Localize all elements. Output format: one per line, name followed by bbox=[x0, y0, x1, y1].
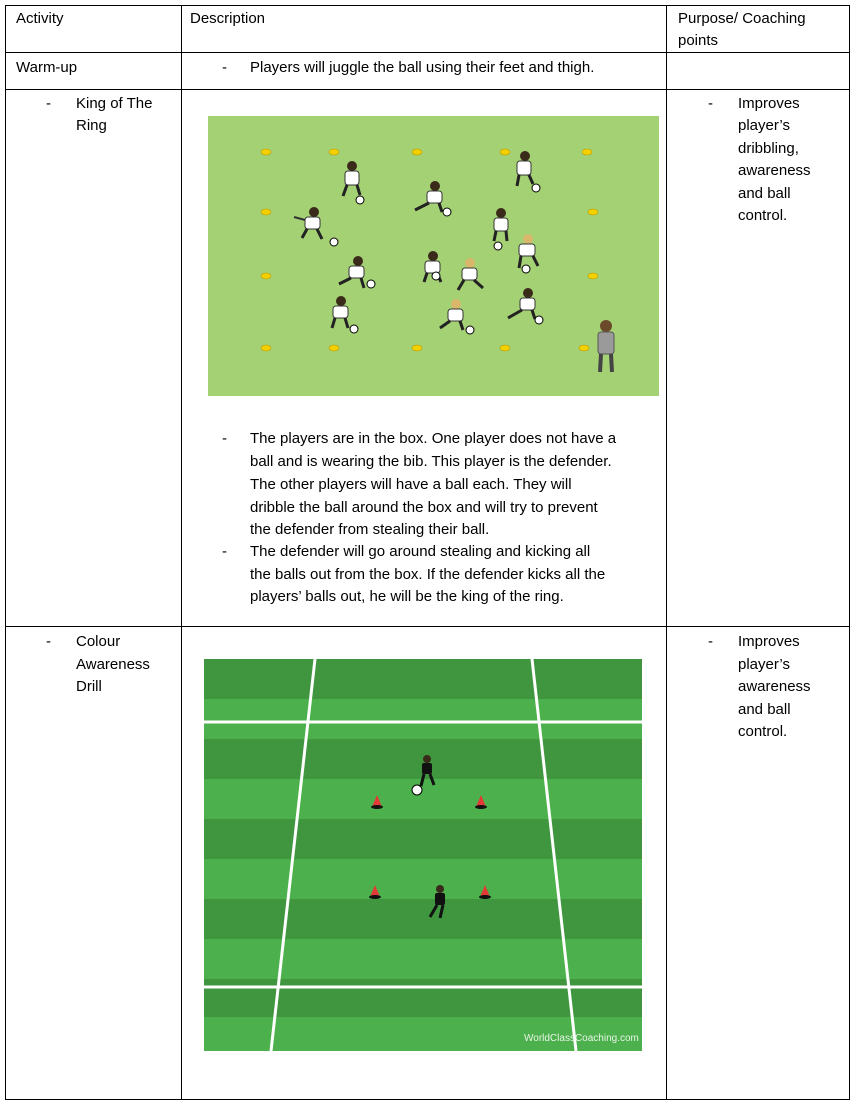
column-divider-1 bbox=[181, 5, 182, 1100]
player-figure bbox=[414, 181, 452, 217]
colour-purpose-bullet: - bbox=[708, 633, 713, 650]
table-border-right bbox=[849, 5, 850, 1100]
colour-activity-bullet: - bbox=[46, 633, 51, 650]
table-border-bottom bbox=[5, 1099, 850, 1100]
colour-activity-line2: Awareness bbox=[76, 656, 150, 673]
header-activity: Activity bbox=[16, 10, 64, 27]
colour-purpose-line5: control. bbox=[738, 723, 788, 740]
king-desc-2-line2: the balls out from the box. If the defen… bbox=[250, 566, 606, 583]
king-purpose-line6: control. bbox=[738, 207, 788, 224]
player-figure bbox=[492, 208, 509, 251]
king-purpose-line1: Improves bbox=[738, 95, 800, 112]
colour-purpose-line2: player’s bbox=[738, 656, 790, 673]
cone-marker bbox=[411, 148, 423, 156]
table-border-left bbox=[5, 5, 6, 1100]
cone-marker bbox=[260, 272, 272, 280]
king-desc-1-line2: ball and is wearing the bib. This player… bbox=[250, 453, 612, 470]
king-desc-2-line1: The defender will go around stealing and… bbox=[250, 543, 591, 560]
warmup-bullet: - bbox=[222, 59, 227, 76]
cone-marker bbox=[581, 148, 593, 156]
cone-marker bbox=[260, 148, 272, 156]
cone-marker bbox=[578, 344, 590, 352]
king-desc-bullet-1: - bbox=[222, 430, 227, 447]
king-activity-bullet: - bbox=[46, 95, 51, 112]
coach-figure bbox=[597, 320, 615, 373]
king-desc-1-line1: The players are in the box. One player d… bbox=[250, 430, 617, 447]
colour-activity-line1: Colour bbox=[76, 633, 121, 650]
player-figure bbox=[507, 288, 544, 325]
cone-marker bbox=[499, 148, 511, 156]
king-desc-2-line3: players’ balls out, he will be the king … bbox=[250, 588, 564, 605]
cone-marker bbox=[328, 148, 340, 156]
cone-marker bbox=[587, 208, 599, 216]
king-of-the-ring-diagram bbox=[208, 116, 659, 396]
king-purpose-line2: player’s bbox=[738, 117, 790, 134]
warmup-activity: Warm-up bbox=[16, 59, 78, 76]
king-desc-1-line3: The other players will have a ball each.… bbox=[250, 476, 572, 493]
red-cone bbox=[480, 885, 490, 897]
king-diagram-svg bbox=[260, 148, 615, 373]
king-desc-bullet-2: - bbox=[222, 543, 227, 560]
red-cone bbox=[372, 795, 382, 807]
column-divider-2 bbox=[666, 5, 667, 1100]
cone-marker bbox=[328, 344, 340, 352]
cone-marker bbox=[587, 272, 599, 280]
player-figure bbox=[293, 207, 339, 247]
colour-diagram-svg bbox=[204, 658, 642, 1052]
red-cone bbox=[370, 885, 380, 897]
header-description: Description bbox=[190, 10, 266, 27]
player-figure bbox=[422, 251, 443, 283]
player-figure bbox=[338, 256, 376, 289]
row-divider-2 bbox=[5, 89, 850, 90]
player-figure bbox=[517, 234, 540, 274]
player-figure bbox=[428, 885, 445, 919]
player-figure bbox=[411, 755, 436, 796]
player-figure bbox=[341, 161, 365, 205]
header-purpose-line2: points bbox=[678, 32, 719, 49]
row-divider-3 bbox=[5, 626, 850, 627]
colour-activity-line3: Drill bbox=[76, 678, 102, 695]
colour-awareness-diagram: WorldClassCoaching.com bbox=[204, 658, 642, 1052]
cone-marker bbox=[499, 344, 511, 352]
king-purpose-line5: and ball bbox=[738, 185, 791, 202]
player-figure bbox=[439, 299, 475, 335]
colour-purpose-line3: awareness bbox=[738, 678, 811, 695]
header-purpose-line1: Purpose/ Coaching bbox=[678, 10, 806, 27]
king-purpose-line3: dribbling, bbox=[738, 140, 799, 157]
king-desc-1-line4: dribble the ball around the box and will… bbox=[250, 499, 598, 516]
king-purpose-line4: awareness bbox=[738, 162, 811, 179]
king-desc-1-line5: the defender from stealing their ball. bbox=[250, 521, 490, 538]
table-border-top bbox=[5, 5, 850, 6]
red-cone bbox=[476, 795, 486, 807]
colour-purpose-line4: and ball bbox=[738, 701, 791, 718]
warmup-description: Players will juggle the ball using their… bbox=[250, 59, 595, 76]
king-activity-line2: Ring bbox=[76, 117, 107, 134]
cone-marker bbox=[260, 208, 272, 216]
watermark: WorldClassCoaching.com bbox=[524, 1033, 639, 1044]
cone-marker bbox=[260, 344, 272, 352]
player-figure bbox=[330, 296, 359, 334]
row-divider-1 bbox=[5, 52, 850, 53]
cone-marker bbox=[411, 344, 423, 352]
king-purpose-bullet: - bbox=[708, 95, 713, 112]
player-figure bbox=[515, 151, 541, 193]
player-figure bbox=[456, 258, 484, 291]
colour-purpose-line1: Improves bbox=[738, 633, 800, 650]
king-activity-line1: King of The bbox=[76, 95, 153, 112]
